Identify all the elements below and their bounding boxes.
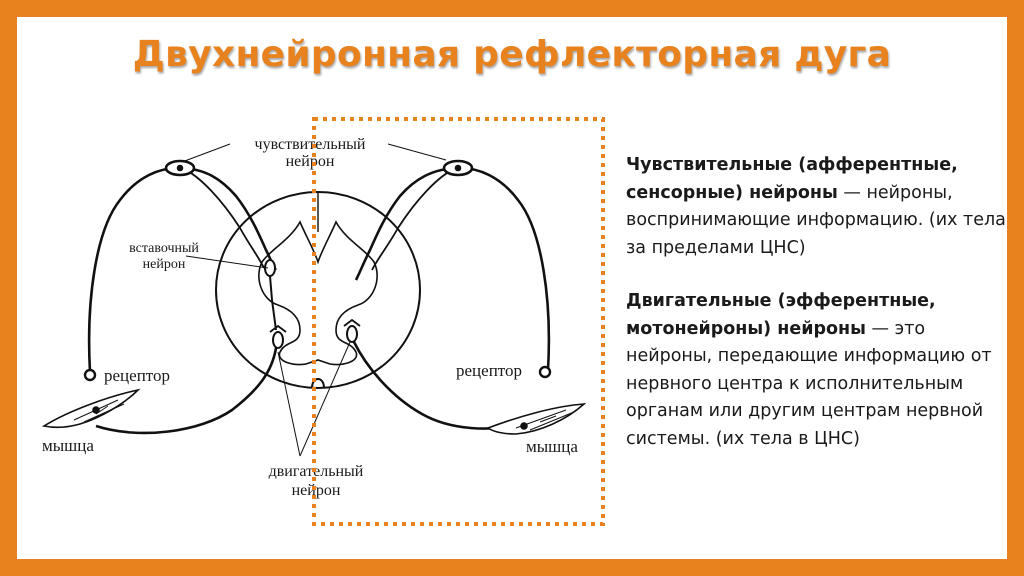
label-muscle-left: мышца: [42, 436, 94, 455]
label-sensory-neuron-line1: чувствительный: [255, 136, 366, 153]
definitions-text: Чувствительные (афферентные, сенсорные) …: [626, 152, 1006, 453]
muscle-left: [44, 390, 138, 427]
label-interneuron-line2: нейрон: [143, 257, 186, 272]
label-receptor-right: рецептор: [456, 361, 522, 380]
label-sensory-neuron-line2: нейрон: [286, 153, 335, 170]
label-interneuron-line1: вставочный: [129, 241, 199, 256]
label-receptor-left: рецептор: [104, 366, 170, 385]
label-motor-neuron-line2: нейрон: [292, 482, 341, 499]
motor-definition: Двигательные (эфферентные, мотонейроны) …: [626, 288, 1006, 453]
interneuron: [265, 260, 276, 330]
muscle-right: [488, 404, 584, 434]
spinal-cord: [216, 192, 420, 388]
sensory-neuron-right: [356, 161, 550, 377]
label-muscle-right: мышца: [526, 437, 578, 456]
label-motor-neuron-line1: двигательный: [269, 463, 364, 480]
sensory-definition: Чувствительные (афферентные, сенсорные) …: [626, 152, 1006, 262]
